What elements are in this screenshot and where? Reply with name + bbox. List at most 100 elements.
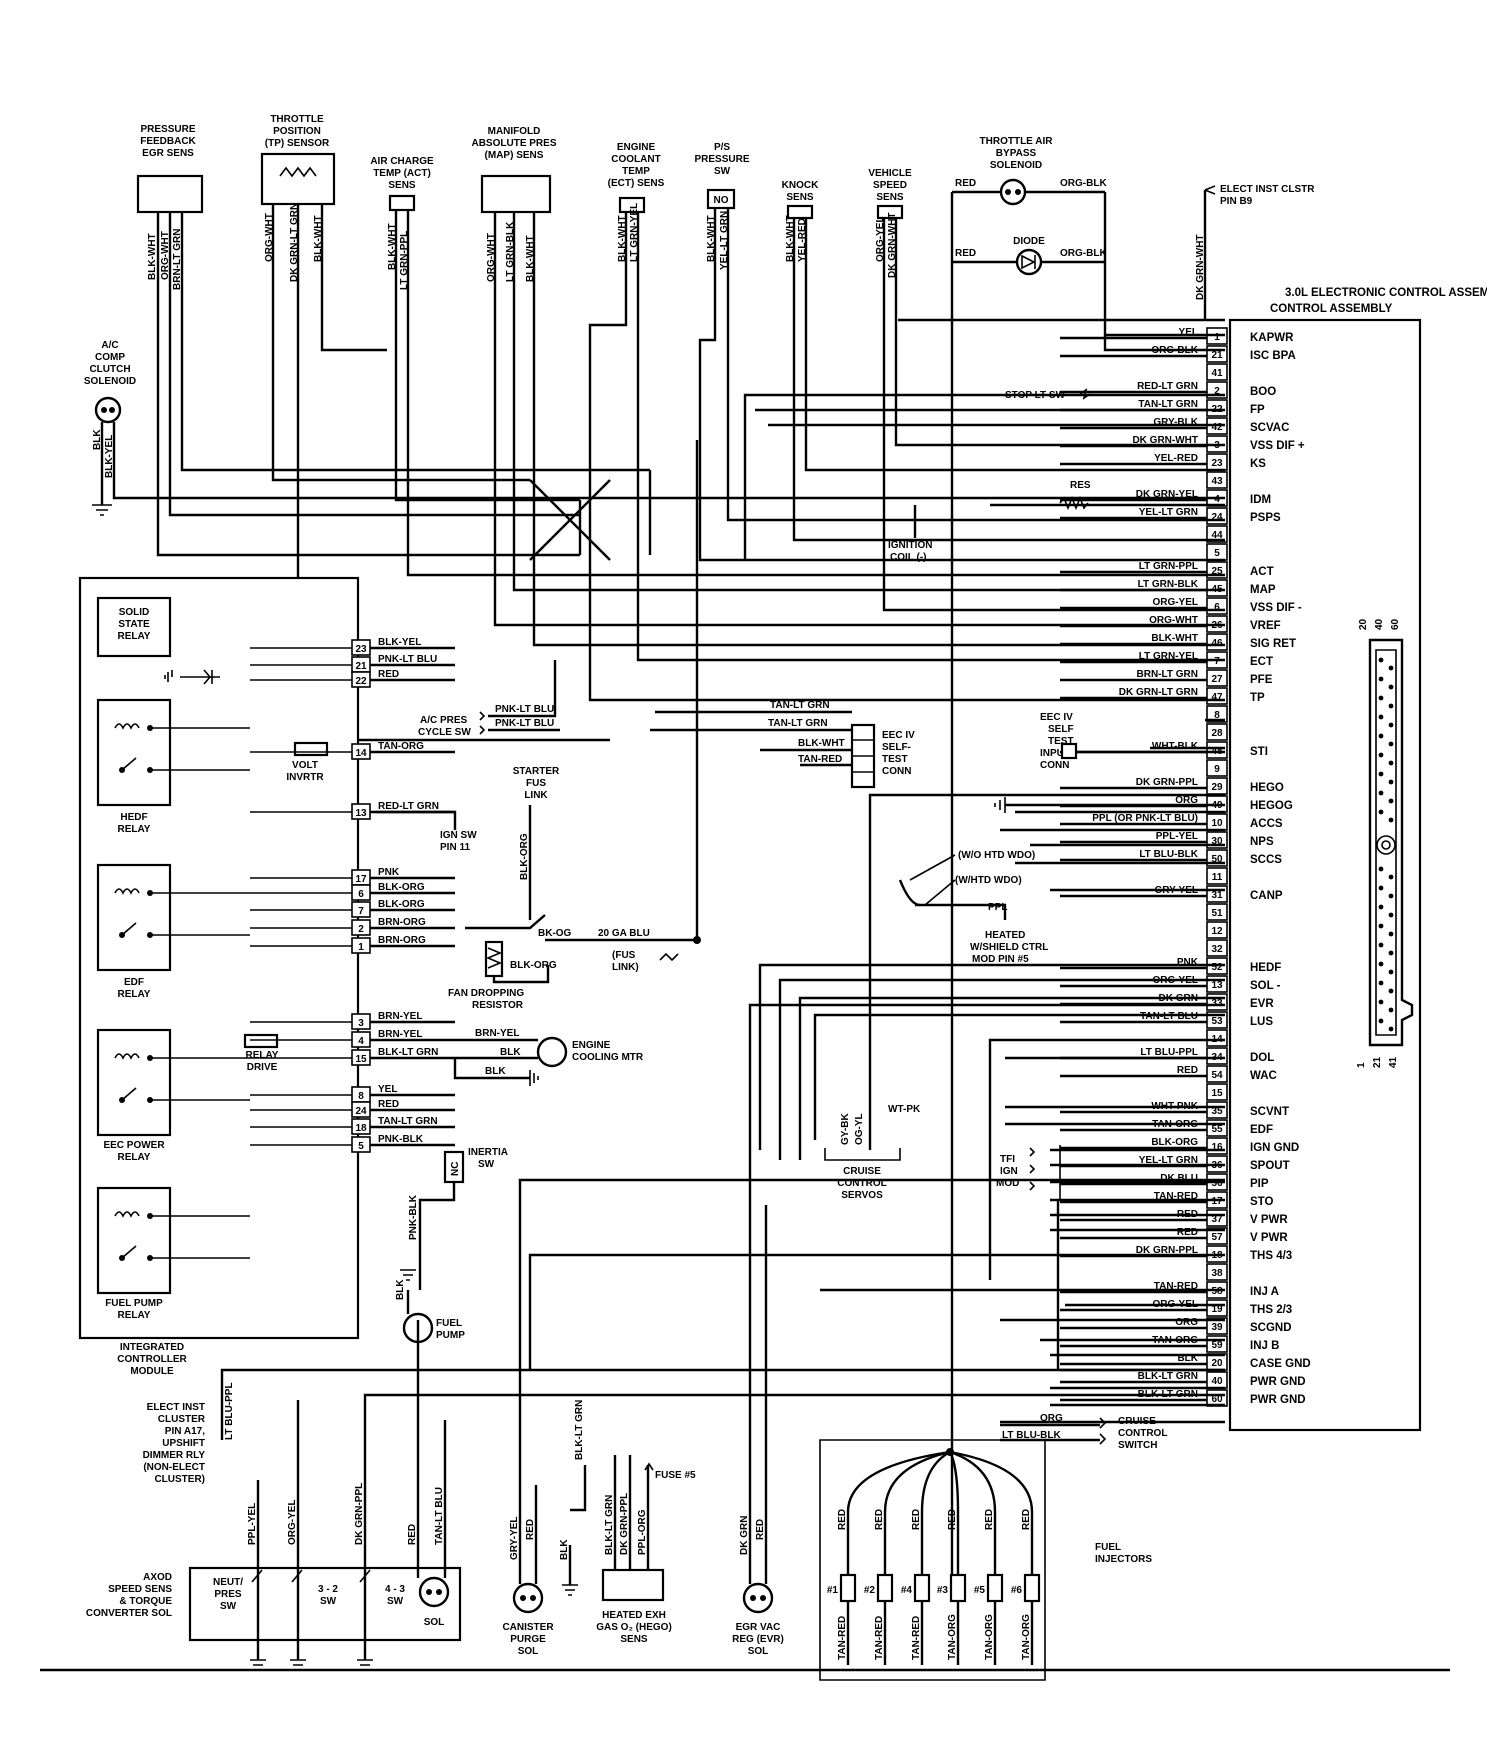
ecu-pin-wire: LT BLU-PPL [1140, 1047, 1198, 1058]
icm-pin-number: 23 [355, 644, 367, 655]
tp-wire-1: ORG-WHT [264, 213, 275, 262]
ac-compressor-clutch: A/C COMP CLUTCH SOLENOID BLK BLK-YEL [84, 340, 1225, 516]
a17-wire: LT BLU-PPL [224, 1382, 235, 1440]
ecu-pin-function: PWR GND [1250, 1394, 1306, 1406]
cruise-sw-label-3: SWITCH [1118, 1440, 1157, 1451]
ecu-pin-number: 5 [1214, 548, 1220, 559]
canister-purge-sol: CANISTER PURGE SOL GRY-YEL RED [502, 1178, 1225, 1657]
ecu-pin-number: 40 [1211, 1376, 1223, 1387]
injector-bottom-wire: TAN-RED [837, 1616, 848, 1660]
connector-pin-dot [1378, 809, 1384, 815]
icm-pin-number: 17 [355, 874, 367, 885]
ecu-pin-function: SCCS [1250, 854, 1282, 866]
icm-pin-24: 24 RED [250, 1099, 455, 1118]
servo-wire-1: GY-BK [840, 1113, 851, 1145]
ecu-pin-function: SCVAC [1250, 422, 1289, 434]
ecu-pin-15: 15 [1206, 1083, 1228, 1101]
ecu-pin-function: PSPS [1250, 512, 1281, 524]
icm-pin-wire: RED [378, 669, 399, 680]
diode-label: DIODE [1013, 236, 1045, 247]
icm-pin-wire: BRN-ORG [378, 935, 426, 946]
ecu-pin-wire: LT GRN-BLK [1138, 579, 1199, 590]
diode-wire-red: RED [955, 248, 976, 259]
ecu-pin-function: EDF [1250, 1124, 1273, 1136]
ecu-pin-function: BOO [1250, 386, 1276, 398]
icm-pin-number: 24 [355, 1106, 367, 1117]
self-test-label-4: CONN [882, 766, 911, 777]
tp-wire-2: DK GRN-LT GRN [289, 203, 300, 282]
ecu-pin-wire: BRN-LT GRN [1137, 669, 1198, 680]
icm-pin-wire: PNK-LT BLU [378, 654, 437, 665]
solid-state-relay-box [96, 596, 172, 658]
icm-pin-number: 2 [358, 924, 364, 935]
ecu-pin-number: 27 [1211, 674, 1223, 685]
fuse5-label: FUSE #5 [655, 1470, 696, 1481]
ign-sw-label-1: IGN SW [440, 830, 477, 841]
ecu-pin-function: KS [1250, 458, 1266, 470]
connector-pin-dot [1388, 722, 1394, 728]
fuel-pump: FUEL PUMP BLK [395, 1269, 465, 1344]
ecu-pin-function: THS 4/3 [1250, 1250, 1292, 1262]
connector-pin-dot [1378, 980, 1384, 986]
connector-scale-20: 20 [1358, 618, 1369, 630]
map-label-3: (MAP) SENS [485, 150, 544, 161]
ecu-pin-number: 55 [1211, 1124, 1223, 1135]
icm-pin-number: 18 [355, 1123, 367, 1134]
axod-wire-5: TAN-LT BLU [434, 1487, 445, 1545]
ecu-pin-number: 12 [1211, 926, 1223, 937]
icm-pin-number: 14 [355, 748, 367, 759]
axod-label-4: CONVERTER SOL [86, 1608, 172, 1619]
map-wire-3: BLK-WHT [525, 235, 536, 282]
axod-wire-2: ORG-YEL [287, 1499, 298, 1545]
ecu-pin-43: 43 [1206, 471, 1228, 489]
canister-label-3: SOL [518, 1646, 539, 1657]
axod-label-1: AXOD [143, 1572, 172, 1583]
hego-label-2: GAS O₂ (HEGO) [596, 1622, 672, 1633]
icm-pin-wire: RED [378, 1099, 399, 1110]
egr-sensor: PRESSURE FEEDBACK EGR SENS BLK-WHT ORG-W… [136, 124, 650, 557]
connector-pin-dot [1378, 923, 1384, 929]
ecu-pin-number: 42 [1211, 422, 1223, 433]
ecu-pin-number: 52 [1211, 962, 1223, 973]
vehicle-speed-sensor: VEHICLE SPEED SENS ORG-YEL DK GRN-WHT [868, 168, 1225, 612]
ecu-pin-wire: RED-LT GRN [1137, 381, 1198, 392]
cruise-control-servos: CRUISE CONTROL SERVOS GY-BK OG-YL WT-PK [824, 1104, 921, 1201]
ecu-pin-function: HEGOG [1250, 800, 1293, 812]
tp-wire-3: BLK-WHT [313, 215, 324, 262]
gnd-wire-1: BLK-LT GRN [574, 1400, 585, 1460]
knock-label-2: SENS [786, 192, 814, 203]
inertia-label-1: INERTIA [468, 1147, 508, 1158]
tp-label-1: THROTTLE [270, 114, 324, 125]
ecu-pin-number: 19 [1211, 1304, 1223, 1315]
act-wire-1: BLK-WHT [387, 223, 398, 270]
ac-pres-label-1: A/C PRES [420, 715, 468, 726]
ecu-pin-wire: ORG [1175, 795, 1198, 806]
icm-pin-wire: RED-LT GRN [378, 801, 439, 812]
knock-wire-1: BLK-WHT [785, 215, 796, 262]
ect-wire-1: BLK-WHT [617, 215, 628, 262]
ecu-pin-wire: TAN-RED [1154, 1191, 1198, 1202]
connector-pin-dot [1378, 904, 1384, 910]
injector-top-wire: RED [1021, 1509, 1032, 1530]
ecu-pin-number: 9 [1214, 764, 1220, 775]
ecu-pin-function: CANP [1250, 890, 1283, 902]
ecu-pin-function: THS 2/3 [1250, 1304, 1292, 1316]
ssr-label-1: SOLID [119, 607, 150, 618]
connector-pin-dot [1378, 733, 1384, 739]
htd-wdo-2: (W/HTD WDO) [955, 875, 1022, 886]
ecu-pin-number: 46 [1211, 638, 1223, 649]
ecu-pin-44: 44 [1206, 525, 1228, 543]
heated-shield-2: W/SHIELD CTRL [970, 942, 1048, 953]
injector-bottom-wire: TAN-RED [911, 1616, 922, 1660]
vss-wire-2: DK GRN-WHT [887, 212, 898, 278]
ecu-pin-wire: DK GRN-PPL [1136, 1245, 1198, 1256]
tab-label-2: BYPASS [996, 148, 1037, 159]
icm-pin-number: 4 [358, 1036, 364, 1047]
ect-label-2: COOLANT [611, 154, 660, 165]
ac-pres-wire-1: PNK-LT BLU [495, 704, 554, 715]
icm-pin-wire: BLK-ORG [378, 899, 425, 910]
